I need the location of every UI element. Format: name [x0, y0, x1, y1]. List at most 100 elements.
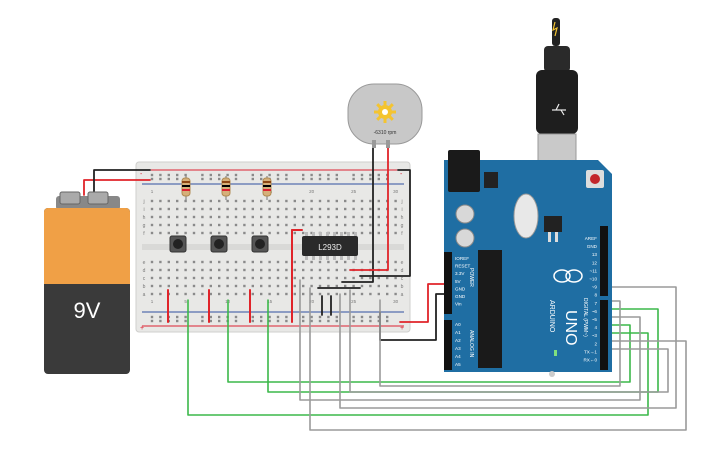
column-number: 30	[393, 189, 399, 194]
row-letter: b	[401, 284, 404, 290]
wire-green[interactable]	[187, 299, 649, 416]
gear-icon	[374, 101, 396, 123]
row-letter: d	[401, 268, 404, 274]
battery-label: 9V	[74, 298, 101, 323]
pin-label: A2	[455, 338, 461, 343]
analog-title: ANALOG IN	[468, 330, 474, 358]
breadboard[interactable]: - + - + jjiihhggffeeddccbbaa115510101515…	[135, 161, 411, 333]
pin-label: IOREF	[455, 256, 469, 261]
wire-gray[interactable]	[349, 289, 669, 393]
pin-label: ~9	[592, 285, 598, 290]
pin-label: Vin	[455, 302, 462, 307]
pin-label: ~11	[590, 268, 598, 273]
row-letter: a	[401, 292, 404, 298]
pin-label: 5V	[455, 279, 462, 284]
row-letter: h	[401, 215, 404, 221]
pin-label: A3	[455, 346, 461, 351]
column-number: 20	[309, 189, 315, 194]
push-button[interactable]	[169, 235, 187, 253]
row-letter: j	[400, 199, 402, 205]
resistor[interactable]	[262, 176, 272, 200]
arduino-logo	[553, 269, 583, 283]
column-number: 15	[267, 299, 273, 304]
power-header-labels: IOREF RESET 3.3V 5V GND GND Vin	[455, 256, 471, 307]
svg-text:+: +	[400, 325, 404, 332]
wire-green[interactable]	[227, 299, 631, 383]
row-letter: d	[143, 268, 146, 274]
row-letters: jjiihhggffeeddccbbaa11551010151520202525…	[142, 189, 403, 304]
pin-label: 3.3V	[455, 271, 465, 276]
row-letter: c	[143, 276, 146, 282]
wire-red[interactable]	[399, 283, 447, 323]
pin-label: GND	[455, 286, 466, 291]
pin-label: RESET	[455, 264, 471, 269]
pin-label: 12	[592, 260, 598, 265]
wire-red[interactable]	[349, 144, 389, 271]
pin-label: ~5	[592, 317, 598, 322]
motor-rpm: -6310 rpm	[374, 130, 397, 136]
wire-black[interactable]	[359, 169, 411, 277]
pin-label: AREF	[585, 236, 597, 241]
wires	[83, 144, 687, 431]
ic-label: L293D	[318, 243, 342, 252]
battery-9v[interactable]: 9V	[44, 191, 130, 374]
row-letter: g	[143, 223, 146, 229]
row-letter: b	[143, 284, 146, 290]
resistor[interactable]	[221, 176, 231, 200]
row-letter: e	[143, 260, 146, 266]
row-letter: h	[143, 215, 146, 221]
resistor[interactable]	[181, 176, 191, 200]
pin-label: RX←0	[583, 358, 597, 363]
column-number: 30	[393, 299, 399, 304]
power-title: POWER	[468, 268, 474, 287]
wire-red[interactable]	[83, 179, 151, 196]
wire-gray[interactable]	[299, 279, 641, 401]
pin-label: ~3	[592, 333, 598, 338]
row-letter: i	[143, 207, 144, 213]
reset-button[interactable]	[586, 170, 604, 188]
push-button[interactable]	[210, 235, 228, 253]
motor-driver-ic[interactable]: L293D	[302, 232, 358, 260]
row-letter: f	[143, 231, 145, 237]
pin-label: 7	[594, 301, 597, 306]
wire-black[interactable]	[341, 144, 374, 283]
pin-label: ~6	[592, 309, 598, 314]
breadboard-holes	[150, 173, 397, 323]
row-letter: c	[401, 276, 404, 282]
pin-label: GND	[587, 244, 598, 249]
pin-label: A0	[455, 322, 461, 327]
wire-gray[interactable]	[339, 286, 677, 409]
svg-text:-: -	[400, 171, 403, 178]
column-number: 25	[351, 189, 357, 194]
row-letter: i	[401, 207, 402, 213]
dc-motor[interactable]: -6310 rpm	[347, 83, 423, 148]
pin-label: TX→1	[584, 349, 597, 354]
wire-black[interactable]	[93, 169, 151, 196]
svg-text:-: -	[140, 171, 143, 178]
svg-text:+: +	[140, 325, 144, 332]
column-number: 20	[309, 299, 315, 304]
row-letter: j	[142, 199, 144, 205]
digital-title: DIGITAL (PWM~)	[582, 298, 588, 337]
row-letter: f	[401, 231, 403, 237]
arduino-uno[interactable]: ARDUINO UNO IOREF RESET 3.3V 5V GND GND Vin PO…	[444, 150, 612, 377]
pin-label: A5	[455, 362, 461, 367]
row-letter: a	[143, 292, 146, 298]
arduino-brand: ARDUINO	[548, 300, 555, 333]
usb-icon	[552, 103, 566, 116]
arduino-model: UNO	[562, 310, 579, 346]
column-number: 1	[151, 299, 154, 304]
push-button[interactable]	[251, 235, 269, 253]
pin-label: 8	[594, 293, 597, 298]
pin-label: GND	[455, 294, 466, 299]
row-letter: e	[401, 260, 404, 266]
pin-label: 13	[592, 252, 598, 257]
wire-gray[interactable]	[379, 299, 621, 387]
wire-gray[interactable]	[309, 287, 687, 431]
pin-label: 2	[594, 341, 597, 346]
pin-label: ~10	[589, 277, 597, 282]
column-number: 5	[184, 299, 187, 304]
